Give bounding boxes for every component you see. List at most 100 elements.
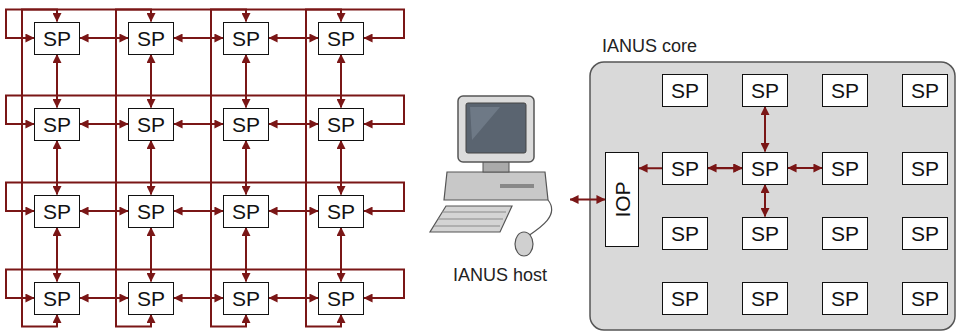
link-arrow bbox=[174, 297, 223, 299]
unit-label: SP bbox=[43, 114, 71, 135]
drive-slot bbox=[500, 184, 534, 188]
sp-box: SP bbox=[128, 108, 174, 141]
link-arrow bbox=[174, 210, 223, 212]
unit-label: SP bbox=[43, 28, 71, 49]
link-arrow bbox=[764, 107, 766, 152]
unit-label: SP bbox=[671, 223, 699, 244]
sp-box: SP bbox=[318, 195, 364, 228]
link-arrow bbox=[570, 199, 605, 201]
unit-label: SP bbox=[232, 28, 260, 49]
monitor-screen bbox=[466, 103, 526, 153]
sp-box: SP bbox=[742, 152, 788, 185]
link-arrow bbox=[56, 55, 58, 108]
sp-box: SP bbox=[742, 217, 788, 250]
link-arrow bbox=[80, 297, 128, 299]
sp-box: SP bbox=[34, 22, 80, 55]
sp-box: SP bbox=[662, 217, 708, 250]
link-arrow bbox=[56, 141, 58, 195]
link-arrow bbox=[150, 55, 152, 108]
sp-box: SP bbox=[223, 22, 269, 55]
link-arrow bbox=[269, 123, 318, 125]
link-arrow bbox=[269, 37, 318, 39]
sp-box: SP bbox=[318, 22, 364, 55]
sp-box: SP bbox=[822, 152, 868, 185]
link-arrow bbox=[116, 10, 151, 327]
sp-box: SP bbox=[223, 282, 269, 315]
unit-label: SP bbox=[327, 114, 355, 135]
unit-label: SP bbox=[43, 201, 71, 222]
sp-box: SP bbox=[34, 282, 80, 315]
sp-box: SP bbox=[902, 74, 948, 107]
sp-box: SP bbox=[822, 74, 868, 107]
link-arrow bbox=[340, 228, 342, 282]
keyboard-keys bbox=[434, 212, 506, 226]
sp-box: SP bbox=[742, 74, 788, 107]
link-arrow bbox=[150, 141, 152, 195]
unit-label: SP bbox=[137, 28, 165, 49]
unit-label: SP bbox=[232, 114, 260, 135]
sp-box: SP bbox=[822, 282, 868, 315]
sp-box: SP bbox=[34, 108, 80, 141]
link-arrow bbox=[80, 210, 128, 212]
link-arrow bbox=[245, 228, 247, 282]
sp-box: SP bbox=[662, 152, 708, 185]
sp-box: SP bbox=[128, 195, 174, 228]
link-arrow bbox=[211, 10, 246, 327]
link-arrow bbox=[788, 167, 822, 169]
unit-label: SP bbox=[911, 80, 939, 101]
unit-label: SP bbox=[671, 288, 699, 309]
unit-label: SP bbox=[671, 80, 699, 101]
link-arrow bbox=[245, 55, 247, 108]
link-arrow bbox=[56, 228, 58, 282]
link-arrow bbox=[269, 297, 318, 299]
desktop-case bbox=[444, 172, 548, 200]
sp-box: SP bbox=[662, 74, 708, 107]
unit-label: SP bbox=[831, 288, 859, 309]
sp-box: SP bbox=[128, 22, 174, 55]
unit-label: SP bbox=[751, 288, 779, 309]
link-arrow bbox=[245, 141, 247, 195]
screen-glare bbox=[470, 107, 500, 140]
unit-label: SP bbox=[137, 201, 165, 222]
link-arrow bbox=[340, 141, 342, 195]
link-arrow bbox=[80, 123, 128, 125]
link-arrow bbox=[340, 55, 342, 108]
unit-label: SP bbox=[137, 288, 165, 309]
core-panel bbox=[590, 62, 955, 330]
unit-label: SP bbox=[751, 223, 779, 244]
link-arrow bbox=[150, 228, 152, 282]
heading-label: IANUS host bbox=[453, 266, 547, 286]
unit-label: SP bbox=[751, 80, 779, 101]
link-arrow bbox=[22, 10, 57, 327]
iop-box: IOP bbox=[605, 152, 639, 247]
unit-label: SP bbox=[232, 288, 260, 309]
sp-box: SP bbox=[742, 282, 788, 315]
unit-label: IOP bbox=[612, 181, 633, 217]
link-arrow bbox=[764, 185, 766, 217]
unit-label: SP bbox=[327, 28, 355, 49]
monitor-frame bbox=[458, 96, 534, 162]
link-arrow bbox=[174, 123, 223, 125]
mouse-cord bbox=[528, 200, 552, 236]
mouse bbox=[515, 232, 533, 256]
unit-label: SP bbox=[911, 158, 939, 179]
link-arrow bbox=[174, 37, 223, 39]
unit-label: SP bbox=[137, 114, 165, 135]
unit-label: SP bbox=[43, 288, 71, 309]
sp-box: SP bbox=[128, 282, 174, 315]
unit-label: SP bbox=[751, 158, 779, 179]
heading-label: IANUS core bbox=[602, 37, 697, 55]
host-computer: IANUS host bbox=[430, 90, 570, 286]
unit-label: SP bbox=[911, 288, 939, 309]
unit-label: SP bbox=[911, 223, 939, 244]
keyboard bbox=[430, 206, 512, 232]
unit-label: SP bbox=[831, 158, 859, 179]
sp-box: SP bbox=[223, 195, 269, 228]
unit-label: SP bbox=[327, 201, 355, 222]
sp-box: SP bbox=[902, 152, 948, 185]
host-computer-icon bbox=[430, 96, 552, 256]
sp-box: SP bbox=[223, 108, 269, 141]
unit-label: SP bbox=[671, 158, 699, 179]
core-panel-node: IANUS coreIOPSPSPSPSPSPSPSPSPSPSPSPSPSPS… bbox=[590, 62, 955, 330]
